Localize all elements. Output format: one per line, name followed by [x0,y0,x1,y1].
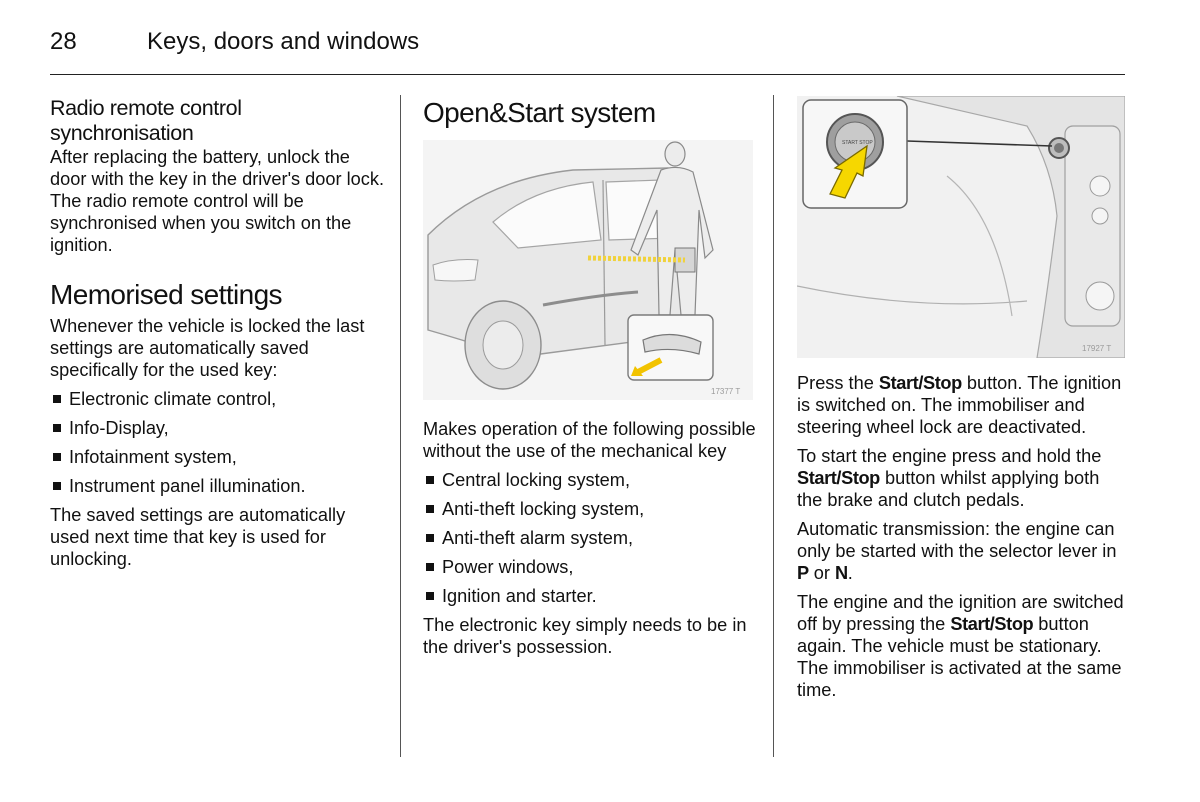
list-item: Anti-theft alarm system, [423,527,758,549]
list-item: Anti-theft locking system, [423,498,758,520]
paragraph-radio-sync: After replacing the battery, unlock the … [50,147,385,255]
list-item-text: Electronic climate control, [69,389,277,409]
page-header: 28 Keys, doors and windows [50,24,1125,72]
paragraph-press-start: Press the Start/Stop button. The ignitio… [797,373,1122,437]
section-heading-open-start: Open&Start system [423,97,656,128]
start-stop-drawing: START STOP 17927 T [796,95,1126,359]
column-divider-1 [400,95,401,757]
list-item-text: Power windows, [442,557,574,577]
list-item: Infotainment system, [50,446,385,468]
paragraph-switch-off: The engine and the ignition are switched… [797,592,1124,700]
car-door-illustration: 17377 T [423,140,753,400]
bullet-icon [53,453,61,461]
start-stop-button-label: START STOP [842,140,873,146]
car-door-drawing: 17377 T [423,140,753,400]
list-item: Electronic climate control, [50,388,385,410]
column-right: START STOP 17927 T Press the Start/Stop … [796,95,1127,708]
list-item-text: Info-Display, [69,418,169,438]
paragraph-memorised-intro: Whenever the vehicle is locked the last … [50,316,365,380]
paragraph-automatic-transmission: Automatic transmission: the engine can o… [797,519,1117,583]
start-stop-illustration: START STOP 17927 T [796,95,1126,359]
paragraph-start-engine: To start the engine press and hold the S… [797,446,1102,510]
chapter-title: Keys, doors and windows [147,28,420,55]
open-start-list: Central locking system, Anti-theft locki… [423,469,758,607]
list-item-text: Infotainment system, [69,447,237,467]
list-item: Power windows, [423,556,758,578]
column-left: Radio remote control synchronisation Aft… [50,96,385,577]
page-number: 28 [50,28,77,55]
memorised-settings-list: Electronic climate control, Info-Display… [50,388,385,497]
list-item: Instrument panel illumination. [50,475,385,497]
list-item-text: Anti-theft alarm system, [442,528,634,548]
paragraph-open-start-intro: Makes operation of the following possibl… [423,419,756,461]
bullet-icon [53,395,61,403]
bullet-icon [426,563,434,571]
figure-code: 17377 T [711,387,740,396]
bullet-icon [53,482,61,490]
bullet-icon [426,476,434,484]
list-item-text: Instrument panel illumination. [69,476,306,496]
list-item-text: Anti-theft locking system, [442,499,645,519]
bullet-icon [426,592,434,600]
paragraph-open-start-outro: The electronic key simply needs to be in… [423,615,747,657]
list-item-text: Ignition and starter. [442,586,597,606]
list-item: Central locking system, [423,469,758,491]
bullet-icon [426,505,434,513]
paragraph-memorised-outro: The saved settings are automatically use… [50,505,346,569]
bullet-icon [53,424,61,432]
list-item: Ignition and starter. [423,585,758,607]
list-item-text: Central locking system, [442,470,631,490]
column-divider-2 [773,95,774,757]
figure-code: 17927 T [1082,344,1111,353]
section-heading-radio-sync: Radio remote control synchronisation [50,96,242,145]
list-item: Info-Display, [50,417,385,439]
section-heading-memorised-settings: Memorised settings [50,279,283,310]
column-middle: Open&Start system [423,96,758,665]
header-divider [50,74,1125,75]
bullet-icon [426,534,434,542]
